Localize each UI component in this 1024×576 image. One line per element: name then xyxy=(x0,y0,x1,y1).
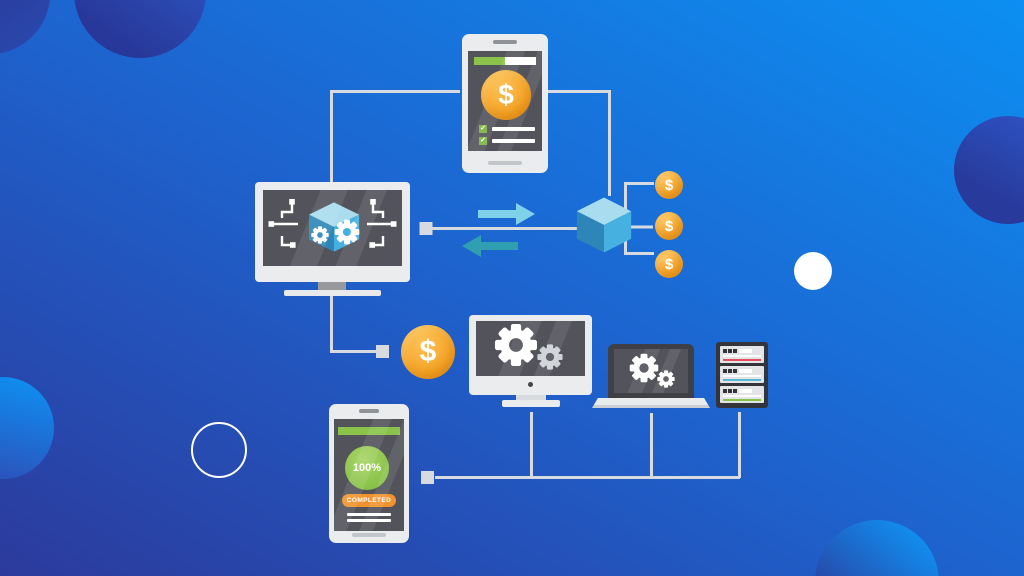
transfer-left-arrow-icon xyxy=(462,235,518,257)
server-led xyxy=(728,389,732,393)
server-bar xyxy=(723,354,761,357)
server-bar xyxy=(723,394,761,397)
imac-camera-dot xyxy=(528,382,533,387)
text-placeholder-line xyxy=(492,127,535,131)
completed-label: COMPLETED xyxy=(346,497,392,504)
progress-percent-label: 100% xyxy=(352,462,382,474)
decor-circle-white-solid xyxy=(794,252,832,290)
completed-badge: COMPLETED xyxy=(342,494,396,507)
server-rack xyxy=(716,342,768,408)
cube-circuit-graphic xyxy=(268,199,397,252)
monitor-stand-neck xyxy=(318,282,346,290)
dollar-symbol: $ xyxy=(498,79,514,110)
dollar-coin-icon: $ xyxy=(655,212,683,240)
line-monitor-to-coin xyxy=(330,295,377,353)
server-led xyxy=(728,349,732,353)
dollar-coin-icon: $ xyxy=(655,171,683,199)
laptop-base xyxy=(592,398,710,408)
server-status-stripe xyxy=(723,358,761,362)
transfer-right-arrow-icon xyxy=(478,203,535,225)
phone-screen: 100% COMPLETED xyxy=(334,419,404,531)
connector-plugs xyxy=(376,222,434,484)
line-phone-to-devices xyxy=(435,412,741,479)
server-unit xyxy=(720,386,764,403)
progress-fill xyxy=(474,57,505,65)
dollar-coin-icon: $ xyxy=(401,325,455,379)
server-led xyxy=(733,369,737,373)
checklist-row: ✓ xyxy=(479,125,535,133)
plug-square xyxy=(376,345,389,358)
gear-icon xyxy=(657,370,675,388)
laptop-gears xyxy=(592,344,710,409)
checkbox-icon: ✓ xyxy=(479,137,487,145)
server-bar xyxy=(723,374,761,377)
text-placeholder-line xyxy=(492,139,535,143)
checkbox-icon: ✓ xyxy=(479,125,487,133)
gear-icon xyxy=(537,344,563,370)
checklist-row: ✓ xyxy=(479,137,535,145)
smartphone-completed: 100% COMPLETED xyxy=(329,404,409,543)
server-unit xyxy=(720,366,764,383)
server-led xyxy=(723,369,727,373)
gear-icon xyxy=(495,324,537,366)
server-led xyxy=(728,369,732,373)
gears-graphic xyxy=(495,324,563,370)
line-phone-to-cube xyxy=(546,90,611,196)
circuit-traces-icon xyxy=(273,204,392,247)
server-unit xyxy=(720,346,764,363)
server-led xyxy=(723,349,727,353)
phone-homebar xyxy=(352,533,386,537)
server-led xyxy=(723,389,727,393)
desktop-computer-gears xyxy=(469,315,592,407)
phone-speaker xyxy=(493,40,517,44)
phone-speaker xyxy=(359,409,379,413)
dollar-symbol: $ xyxy=(664,176,674,194)
dollar-coin-icon: $ xyxy=(481,70,531,120)
desktop-monitor-blockchain xyxy=(255,182,410,296)
server-led xyxy=(733,389,737,393)
monitor-stand-base xyxy=(284,290,381,296)
server-led xyxy=(733,349,737,353)
text-placeholder-line xyxy=(347,518,391,522)
server-label-bar xyxy=(739,349,752,353)
gear-icon xyxy=(334,219,360,245)
exchange-cube-icon xyxy=(576,197,632,253)
dollar-symbol: $ xyxy=(419,335,437,368)
server-label-bar xyxy=(739,369,752,373)
server-status-stripe xyxy=(723,378,761,382)
progress-bar xyxy=(474,57,536,65)
dollar-symbol: $ xyxy=(664,217,674,235)
phone-homebar xyxy=(488,161,522,165)
laptop-screen xyxy=(614,349,688,393)
plug-square xyxy=(421,471,434,484)
imac-stand-neck xyxy=(516,395,546,401)
text-placeholder-line xyxy=(347,513,391,516)
server-label-bar xyxy=(739,389,752,393)
progress-bar xyxy=(338,427,400,435)
dollar-coin-icon: $ xyxy=(655,250,683,278)
plug-square xyxy=(419,222,433,235)
progress-fill xyxy=(338,427,400,435)
line-phone-to-monitor xyxy=(330,90,460,182)
gears-graphic xyxy=(629,353,675,388)
monitor-screen xyxy=(263,190,402,266)
gear-icon xyxy=(311,226,329,244)
progress-circle: 100% xyxy=(345,446,389,490)
decor-circle-white-outline xyxy=(191,422,247,478)
imac-screen xyxy=(476,321,585,376)
gear-icon xyxy=(629,353,659,383)
dollar-symbol: $ xyxy=(664,255,674,273)
server-status-stripe xyxy=(723,398,761,402)
circuit-nodes xyxy=(268,199,397,248)
imac-stand-base xyxy=(502,400,560,407)
